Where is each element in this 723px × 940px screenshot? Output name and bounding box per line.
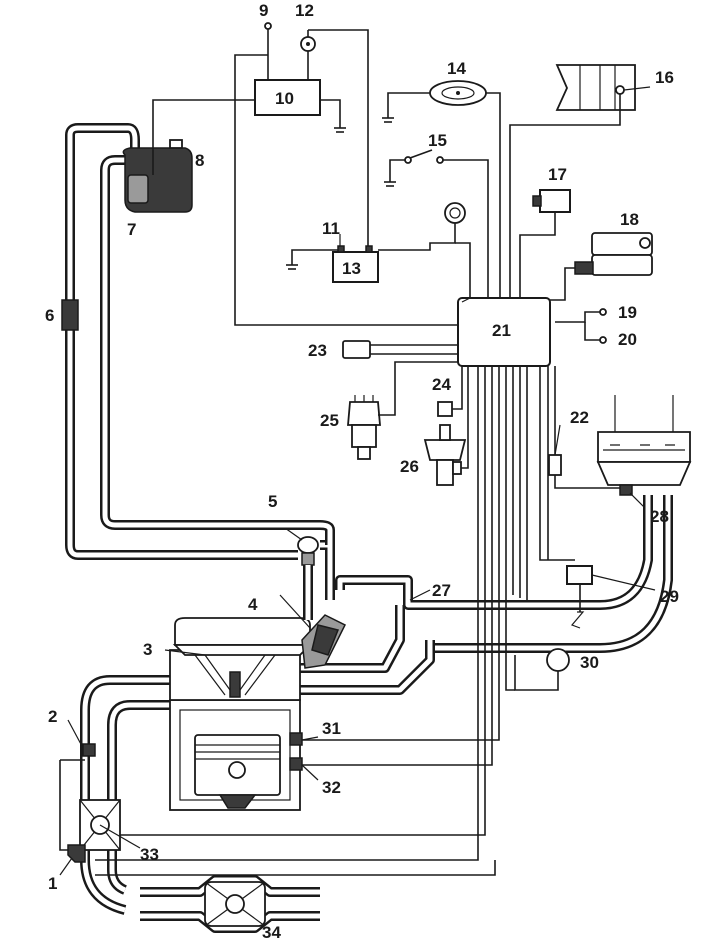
sensor-harness [59,366,620,876]
label-8: 8 [195,151,204,170]
oxygen-sensor-indicator [546,648,570,672]
cylinder-head [169,649,301,701]
label-25: 25 [320,411,339,430]
label-21: 21 [492,321,511,340]
main-relay [254,79,321,116]
label-26: 26 [400,457,419,476]
catalytic-converter [204,881,266,927]
front-catalyst [79,799,121,851]
label-7: 7 [127,220,136,239]
label-29: 29 [660,587,679,606]
label-6: 6 [45,306,54,325]
engine-cylinder [169,699,301,811]
coolant-sensor-31 [289,732,303,746]
oxygen-sensor-2 [82,743,96,757]
idle-air-control-valve [574,232,653,276]
fuel-injector [301,614,347,669]
label-9: 9 [259,1,268,20]
knock-sensor-32 [289,757,303,771]
oxygen-sensor-1 [67,844,86,863]
distributor [347,395,381,460]
throttle-position-sensor [532,189,571,213]
label-5: 5 [268,492,277,511]
exhaust-pipe [140,875,320,933]
label-4: 4 [248,595,258,614]
ignition-switch-symbol [300,36,316,52]
label-16: 16 [655,68,674,87]
labels: 1 2 3 4 5 6 7 8 9 10 11 12 13 14 15 16 1… [45,1,679,940]
label-22: 22 [570,408,589,427]
label-34: 34 [262,923,281,940]
label-leaders [59,86,656,876]
engine-control-unit [457,297,551,367]
label-11: 11 [322,219,340,238]
label-33: 33 [140,845,159,864]
throttle-body [596,395,692,496]
label-13: 13 [342,259,361,278]
transmission-sensor [555,64,636,111]
label-12: 12 [295,1,314,20]
label-18: 18 [620,210,639,229]
switch-15 [404,149,444,164]
intake-manifold-duct [295,495,673,695]
label-17: 17 [548,165,567,184]
label-14: 14 [447,59,466,78]
label-10: 10 [275,89,294,108]
label-31: 31 [322,719,341,738]
relay-wires [234,28,458,326]
label-23: 23 [308,341,327,360]
coolant-temp-sensor [548,454,562,476]
vacuum-sensor [437,401,453,417]
knock-sensor [429,80,487,106]
label-30: 30 [580,653,599,672]
air-temp-sensor [342,340,371,359]
air-flow-meter [566,565,593,629]
label-24: 24 [432,375,451,394]
battery [332,245,379,283]
label-28: 28 [650,507,669,526]
label-19: 19 [618,303,637,322]
fuel-filter [61,299,79,331]
label-15: 15 [428,131,447,150]
label-1: 1 [48,874,57,893]
label-3: 3 [143,640,152,659]
label-27: 27 [432,581,451,600]
fuel-pump [127,174,149,204]
label-20: 20 [618,330,637,349]
egr-valve [423,424,467,486]
label-32: 32 [322,778,341,797]
fuel-pressure-regulator [297,536,335,620]
fuel-return-line [100,155,335,545]
label-2: 2 [48,707,57,726]
indicator-lamp [444,202,466,224]
exhaust-manifold-duct [80,675,175,915]
air-filter-housing [172,617,313,656]
fuel-supply-line [65,123,298,560]
